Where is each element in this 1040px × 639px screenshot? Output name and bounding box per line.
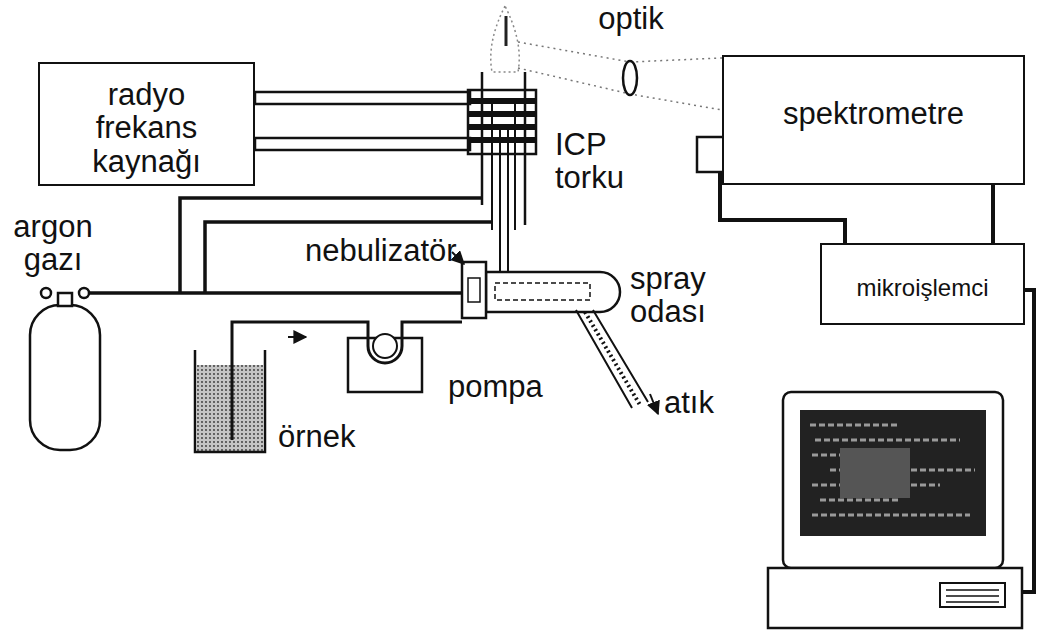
nebulizer <box>462 262 486 318</box>
gas-line <box>89 291 462 295</box>
optics-label: optik <box>596 2 666 35</box>
plasma-core <box>505 16 508 46</box>
drain-tube <box>576 310 648 408</box>
signal-cable <box>720 172 845 243</box>
leader-arrow <box>452 252 464 264</box>
nebulizer-inner <box>468 278 480 302</box>
monitor-screen <box>800 410 986 536</box>
sample-tube <box>232 322 462 440</box>
rf-feed-bar <box>255 92 470 104</box>
valve <box>79 288 89 298</box>
source-box: radyo frekans kaynağı <box>38 62 255 186</box>
disk-drive <box>940 583 1005 607</box>
waste-label: atık <box>664 386 714 419</box>
coil-turn <box>468 98 536 104</box>
screen-content <box>810 425 975 515</box>
gas-cylinder <box>30 305 100 450</box>
box-label: radyo frekans kaynağı <box>84 78 209 177</box>
torch-injector-tube <box>500 128 508 272</box>
pump-roller <box>373 334 397 358</box>
light-path <box>518 42 722 110</box>
computer-base <box>768 568 1022 628</box>
gas-line <box>180 198 482 293</box>
signal-cable <box>991 185 995 243</box>
processor-box: mikroişlemci <box>820 243 1025 325</box>
flow-arrow <box>650 394 658 414</box>
lens <box>623 61 637 95</box>
gas-label: argon gazı <box>2 210 104 277</box>
coil-turn <box>468 111 536 117</box>
spray-chamber <box>486 272 620 312</box>
spectrometer-box: spektrometre <box>722 55 1025 185</box>
data-cable <box>1022 290 1034 592</box>
rf-feed-bar <box>255 138 470 150</box>
rf-coil <box>468 90 536 154</box>
drain-hatch <box>585 312 640 405</box>
torch-inner-tube <box>492 100 515 230</box>
torch-outer-tube <box>482 72 525 225</box>
monitor <box>783 392 1003 568</box>
coil-turn <box>468 124 536 130</box>
valve <box>41 288 51 298</box>
box-label: spektrometre <box>783 97 964 130</box>
detector-box <box>697 137 737 172</box>
coil-turn <box>468 137 536 143</box>
flow-arrow <box>288 336 306 338</box>
drive-slot <box>946 590 999 602</box>
nebulizer-label: nebulizatör <box>305 234 457 267</box>
torch-label: ICP torku <box>555 128 647 195</box>
plasma-flame <box>491 6 519 72</box>
beaker <box>195 350 265 452</box>
pump-label: pompa <box>448 370 543 403</box>
sample-label: örnek <box>278 420 356 453</box>
sample-liquid <box>197 365 263 451</box>
cylinder-neck <box>58 293 72 306</box>
box-label: mikroişlemci <box>857 275 989 301</box>
spray-chamber-inner <box>495 283 590 300</box>
gas-line <box>205 222 492 293</box>
screen-graphic <box>840 448 910 498</box>
chamber-label: spray odası <box>630 262 730 329</box>
